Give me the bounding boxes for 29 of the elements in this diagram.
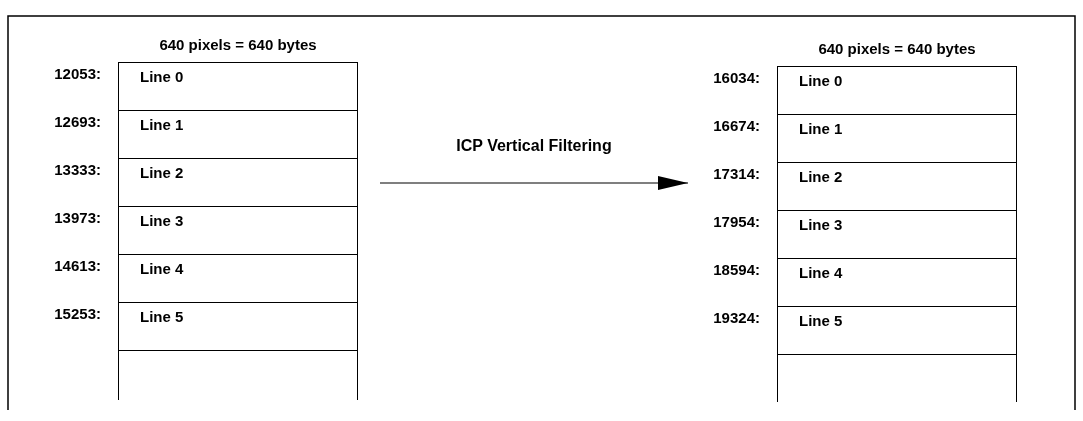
- row-label: Line 0: [140, 68, 184, 85]
- row-label: Line 4: [140, 260, 184, 277]
- row-label: Line 1: [799, 120, 843, 137]
- row-label: Line 4: [799, 264, 843, 281]
- address-label: 14613:: [53, 257, 101, 274]
- row-label: Line 0: [799, 72, 843, 89]
- address-label: 12053:: [53, 65, 101, 82]
- address-label: 16674:: [712, 117, 760, 134]
- row-label: Line 5: [140, 308, 184, 325]
- row-label: Line 3: [140, 212, 184, 229]
- column-heading: 640 pixels = 640 bytes: [158, 36, 318, 53]
- row-label: Line 3: [799, 216, 843, 233]
- address-label: 13333:: [53, 161, 101, 178]
- address-label: 19324:: [712, 309, 760, 326]
- address-label: 15253:: [53, 305, 101, 322]
- row-label: Line 2: [799, 168, 843, 185]
- address-label: 17314:: [712, 165, 760, 182]
- address-label: 16034:: [712, 69, 760, 86]
- address-label: 18594:: [712, 261, 760, 278]
- address-label: 12693:: [53, 113, 101, 130]
- row-label: Line 5: [799, 312, 843, 329]
- arrow: [379, 176, 689, 190]
- address-label: 17954:: [712, 213, 760, 230]
- address-label: 13973:: [53, 209, 101, 226]
- empty-memory-row: [777, 354, 1017, 402]
- row-label: Line 1: [140, 116, 184, 133]
- empty-memory-row: [118, 350, 358, 400]
- row-label: Line 2: [140, 164, 184, 181]
- column-heading: 640 pixels = 640 bytes: [817, 40, 977, 57]
